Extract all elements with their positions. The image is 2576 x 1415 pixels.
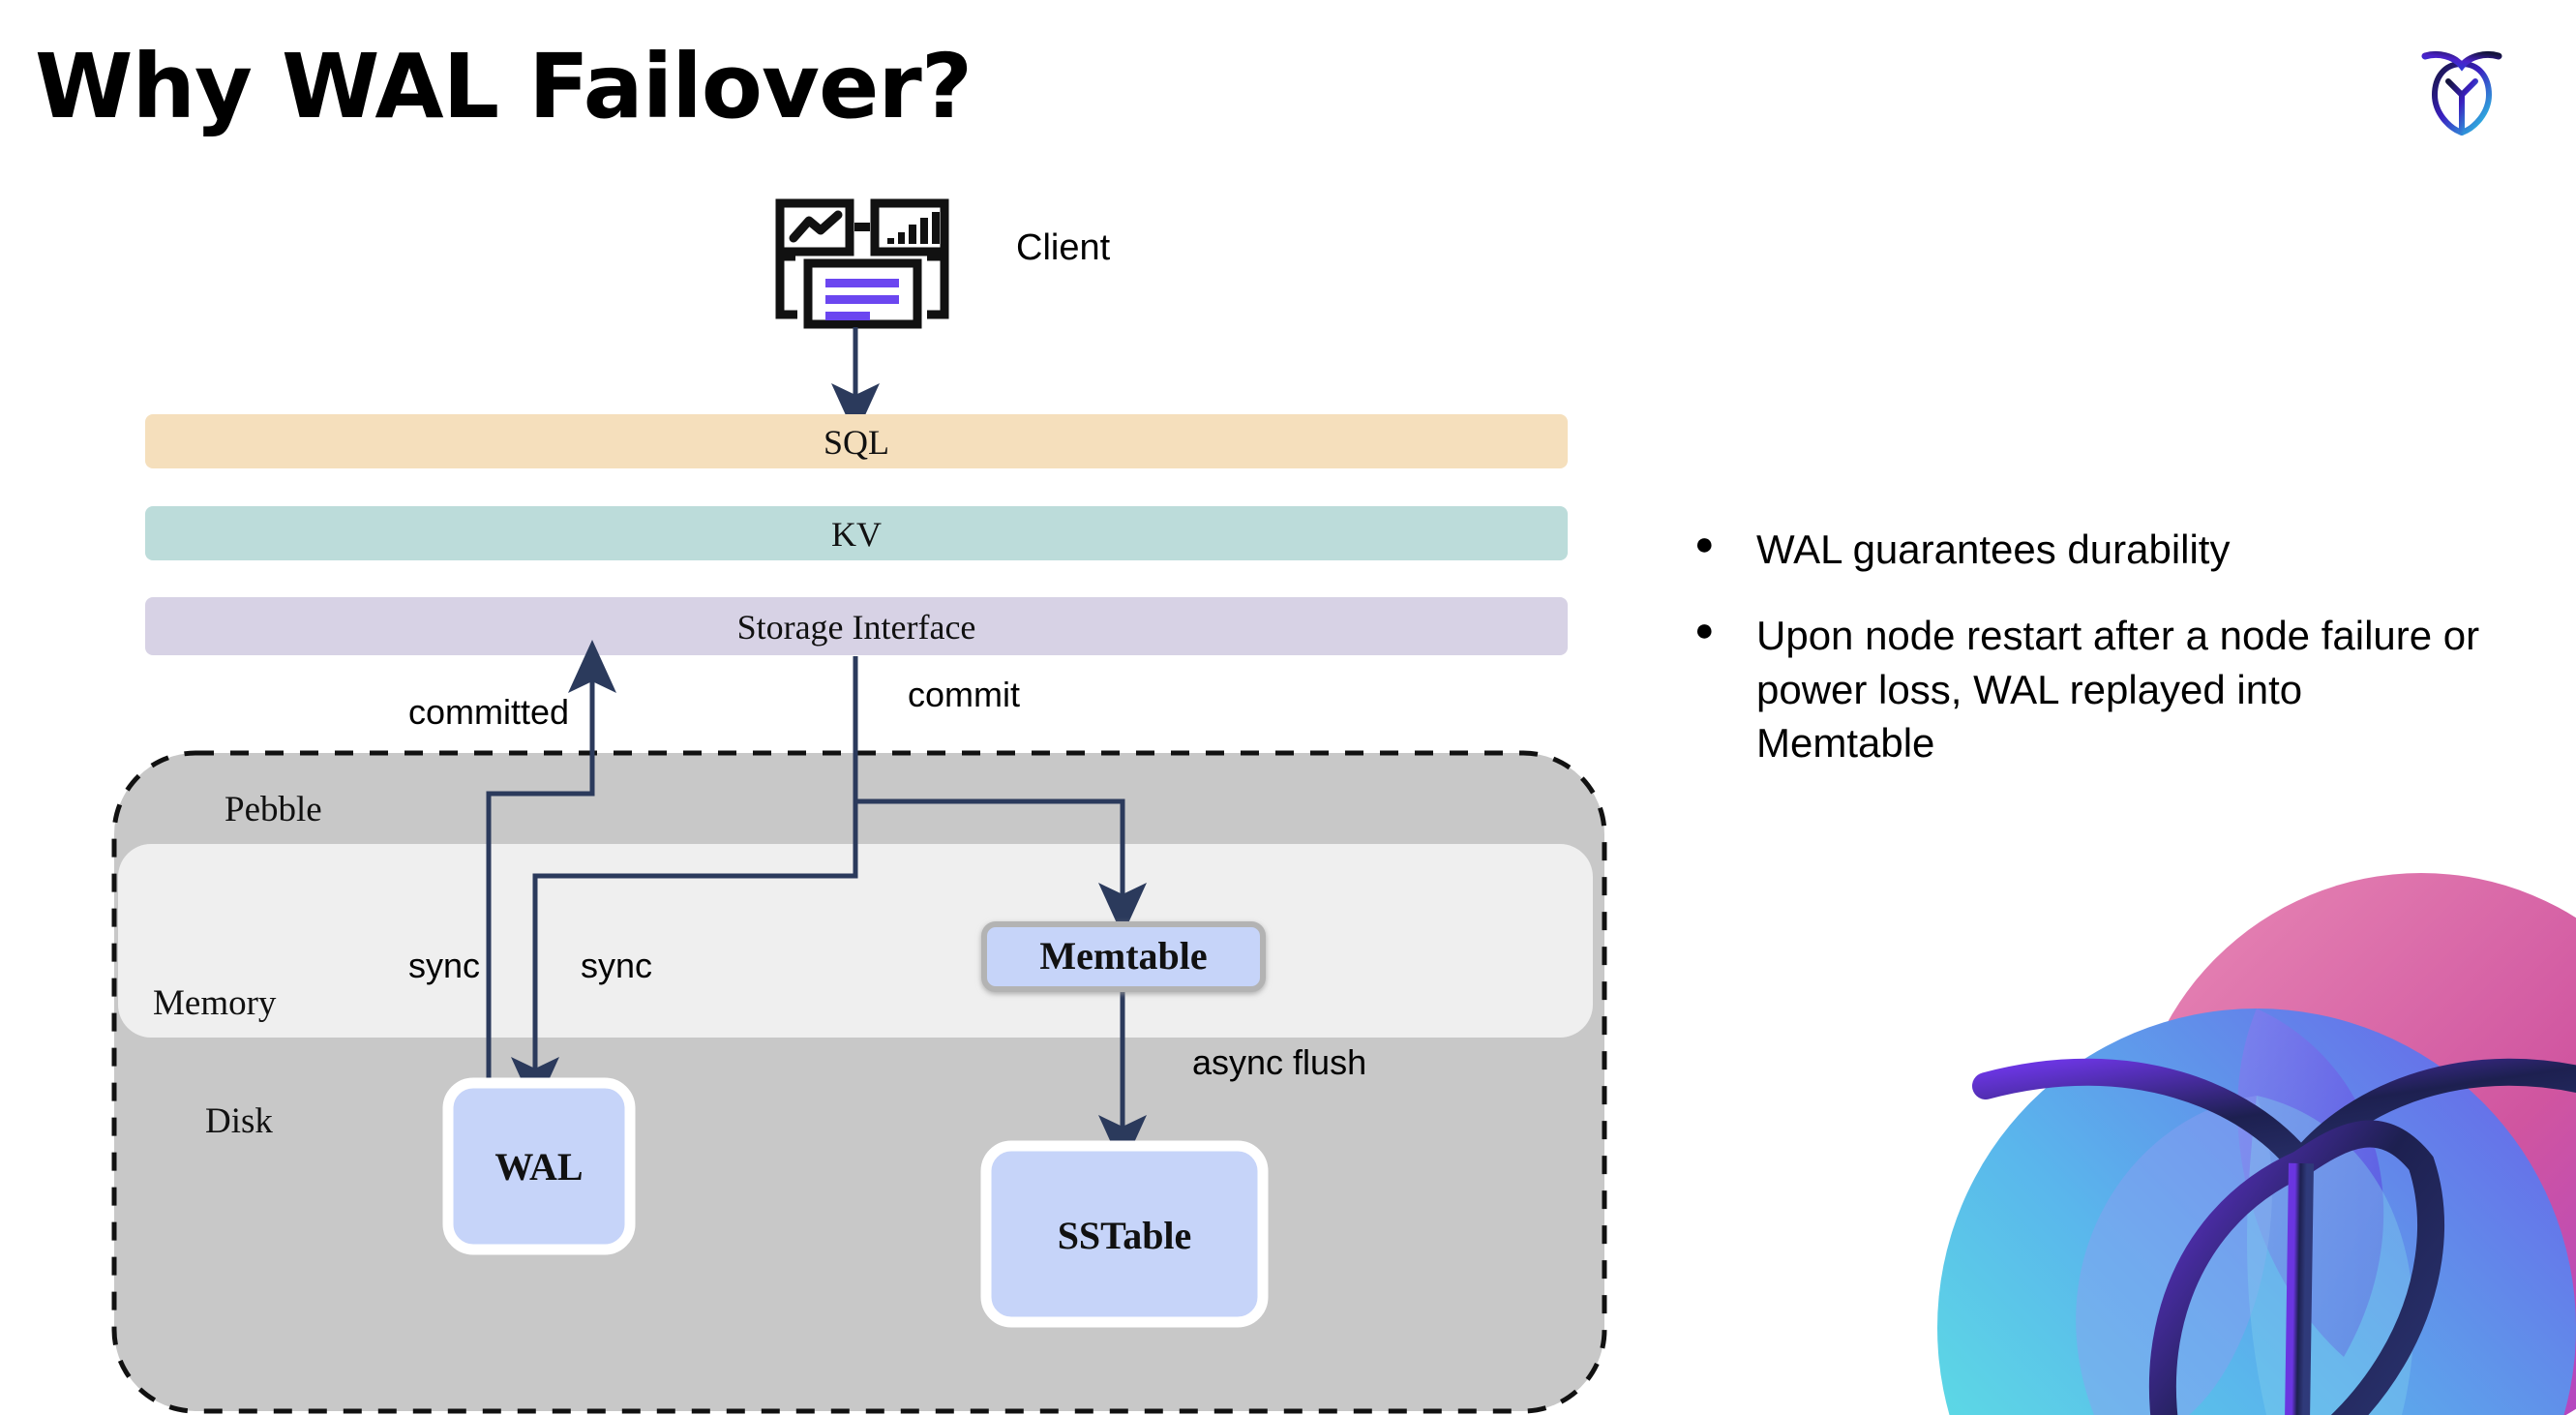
layer-storage-label: Storage Interface [737,608,976,647]
edge-label-sync-up: sync [408,946,480,985]
edge-wal-to-storage-committed [486,639,616,1084]
node-memtable-label: Memtable [1039,934,1207,978]
bullet-list: ● WAL guarantees durability ● Upon node … [1689,523,2492,803]
node-wal-label: WAL [494,1145,583,1189]
memory-label: Memory [153,983,277,1023]
edge-storage-to-memtable [853,656,1147,937]
list-item: ● Upon node restart after a node failure… [1689,609,2492,769]
edge-label-commit: commit [908,675,1020,714]
layer-storage-interface: Storage Interface [145,597,1568,655]
cockroachdb-logo-icon [2421,50,2502,135]
page-title: Why WAL Failover? [35,35,973,138]
decorative-corner-graphic [1937,873,2576,1415]
bullet-marker-icon: ● [1694,612,1715,649]
bullet-text: WAL guarantees durability [1756,527,2231,572]
layer-kv-label: KV [831,515,882,554]
bullet-marker-icon: ● [1694,526,1715,562]
node-memtable: Memtable [981,921,1266,992]
edge-label-committed: committed [408,692,569,732]
architecture-diagram: Client SQL KV Storage Interface Pebble M… [111,198,1607,1414]
edge-label-sync-down: sync [581,946,652,985]
edge-storage-to-wal [511,801,858,1111]
node-sstable-label: SSTable [1058,1214,1192,1257]
edge-label-async-flush: async flush [1192,1042,1366,1082]
bullet-text: Upon node restart after a node failure o… [1756,613,2480,767]
client-label: Client [1016,227,1111,268]
pebble-label: Pebble [225,790,322,829]
node-sstable: SSTable [980,1140,1269,1328]
client-monitoring-icon [775,198,949,329]
node-wal: WAL [442,1077,636,1255]
list-item: ● WAL guarantees durability [1689,523,2492,576]
layer-sql: SQL [145,414,1568,468]
layer-kv: KV [145,506,1568,560]
disk-label: Disk [205,1101,273,1141]
layer-sql-label: SQL [824,423,889,462]
